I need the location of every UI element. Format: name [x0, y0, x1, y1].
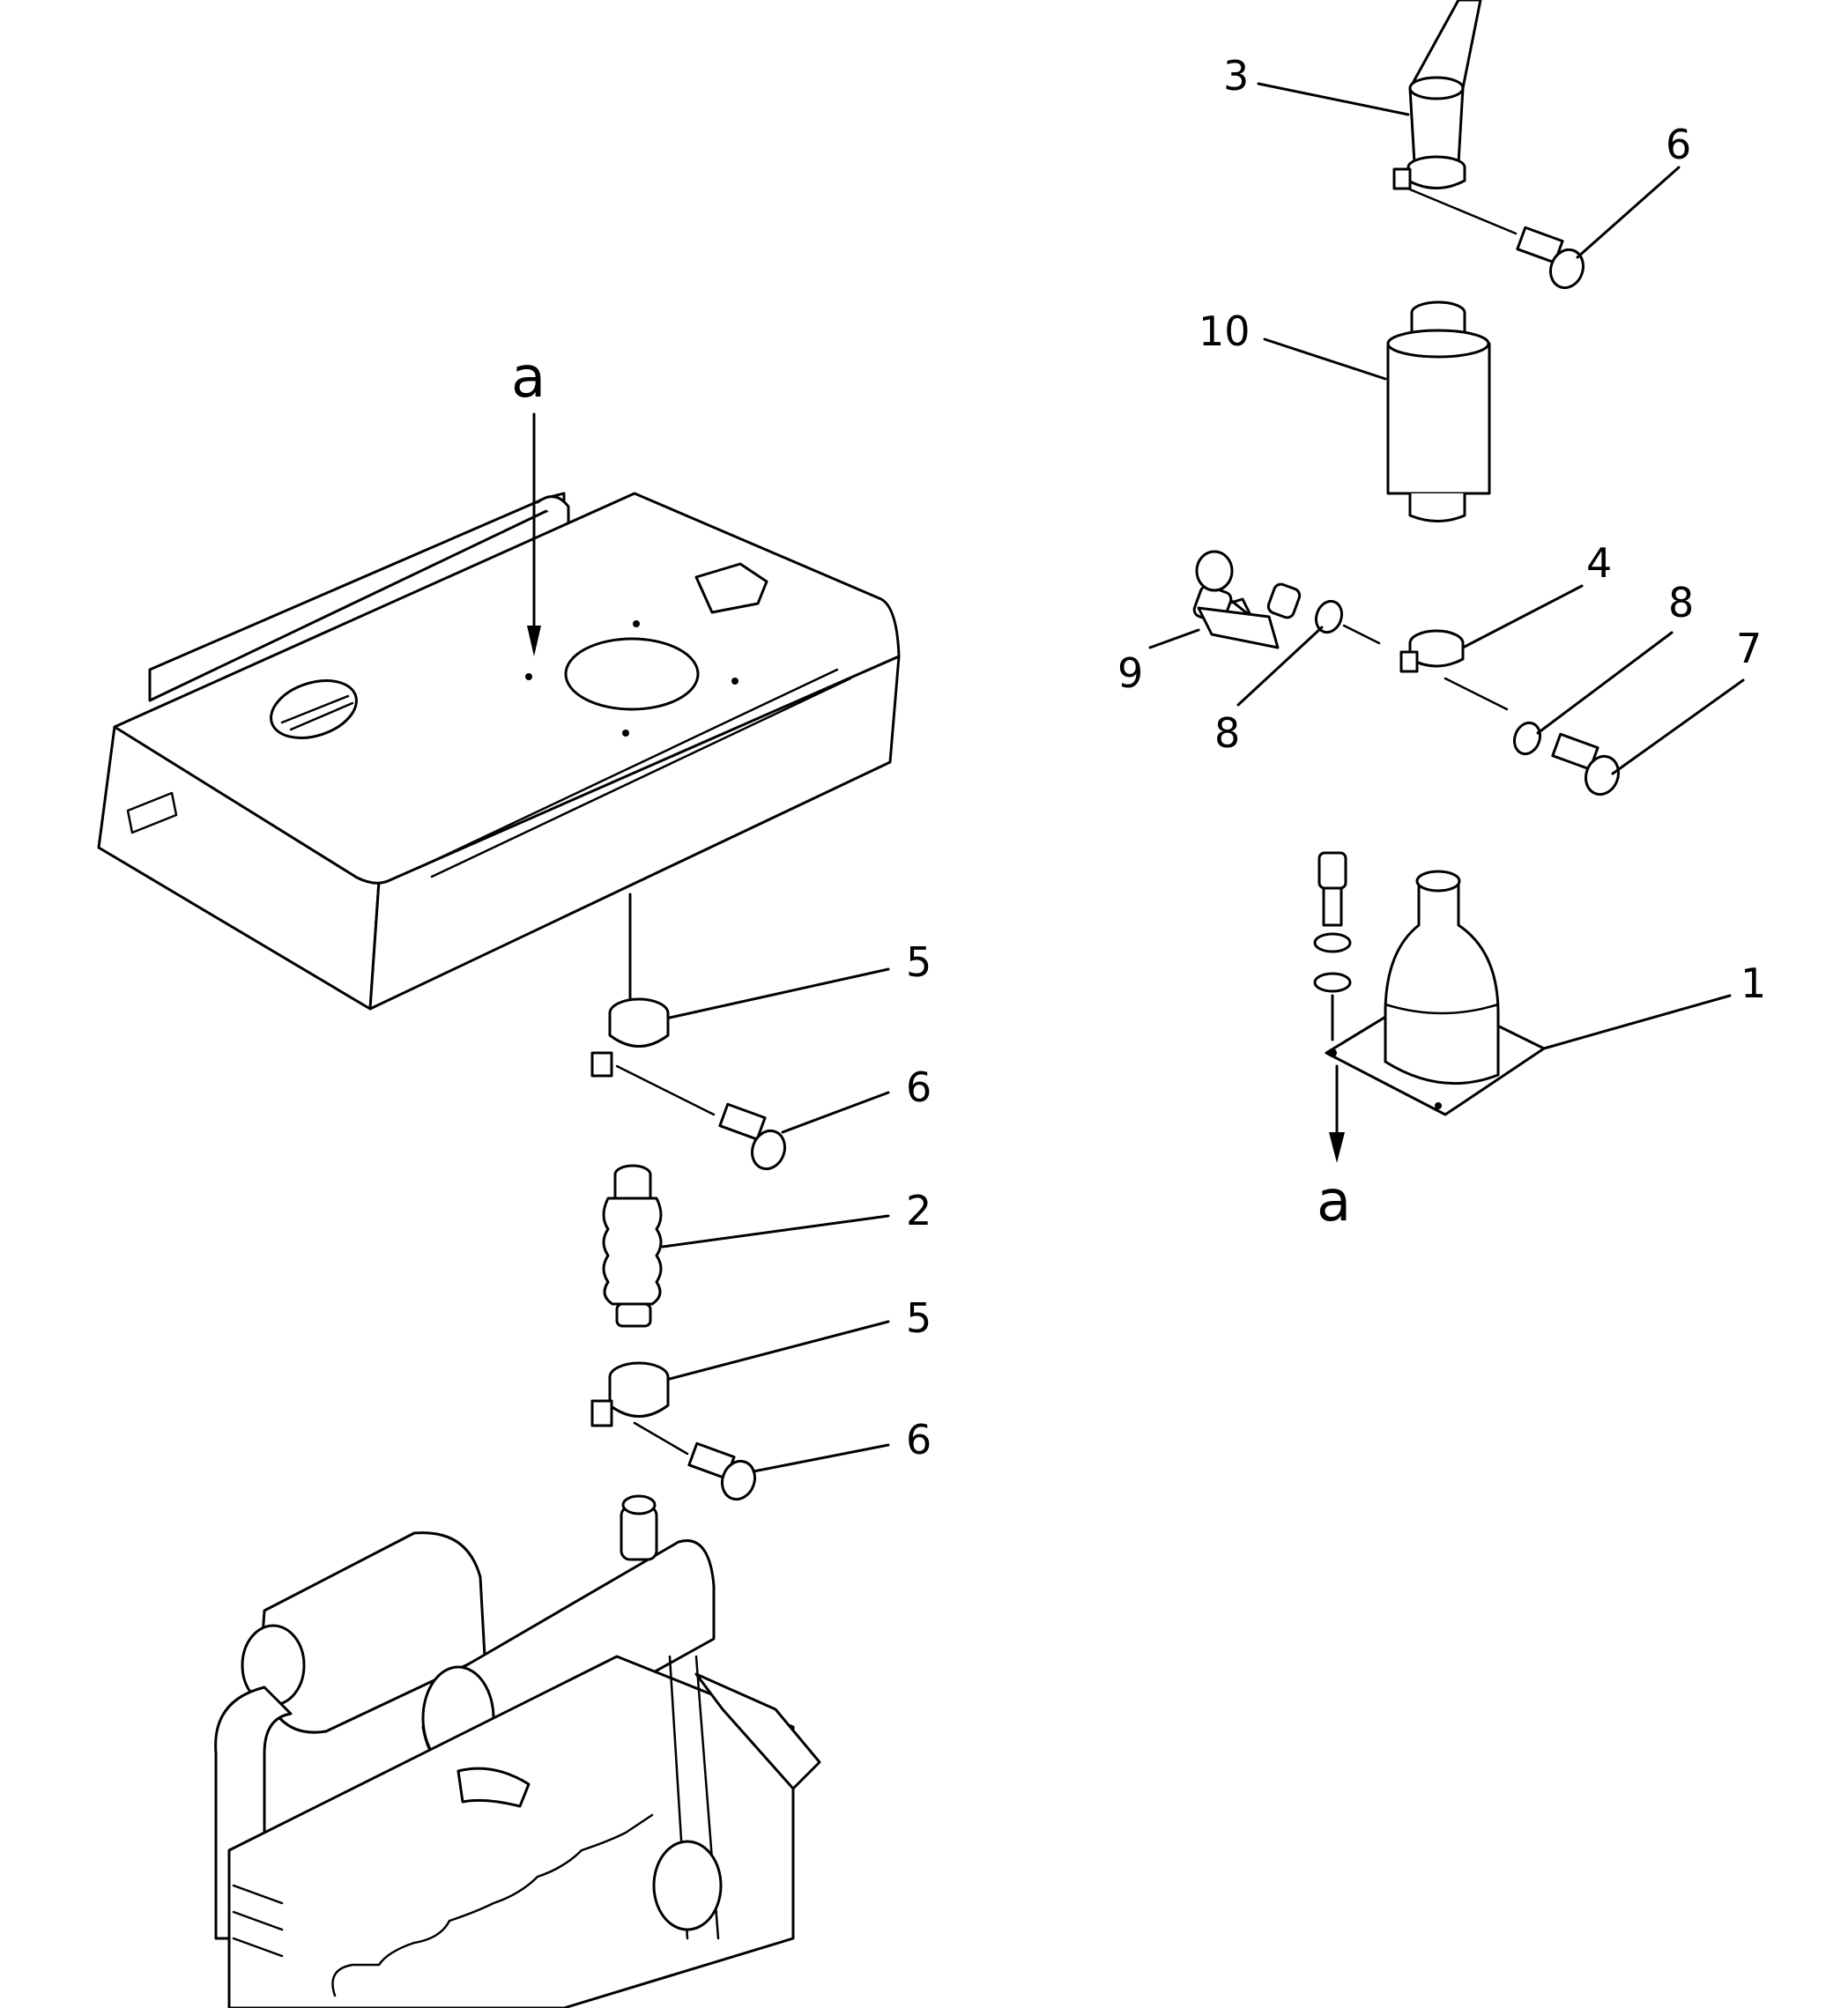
callout-8-left: 8 [1214, 709, 1240, 757]
callout-4: 4 [1586, 539, 1612, 587]
exhaust-flange [1313, 851, 1546, 1163]
callout-6-top: 6 [1666, 121, 1691, 168]
center-exhaust-stack [590, 893, 787, 1501]
engine-hood [97, 492, 901, 1011]
bolt-middle [615, 1064, 787, 1171]
callout-2: 2 [906, 1187, 931, 1234]
callout-1: 1 [1740, 960, 1766, 1007]
clamp-hardware [1192, 550, 1621, 797]
callout-leaders [527, 82, 1745, 1473]
callout-8-right: 8 [1668, 579, 1694, 626]
callout-5-lower: 5 [906, 1294, 931, 1342]
reference-mark-lower: a [1317, 1169, 1351, 1234]
clamp-upper [590, 997, 670, 1078]
callout-labels: 3 6 10 4 8 7 9 8 1 5 6 2 5 6 a a [511, 52, 1766, 1463]
tail-pipe [1392, 0, 1585, 290]
callout-7: 7 [1736, 625, 1762, 672]
engine-block [214, 1494, 821, 2008]
bolt-bottom [633, 1421, 757, 1501]
muffler [1386, 300, 1491, 522]
flex-bellows [602, 1164, 663, 1328]
callout-5-upper: 5 [906, 938, 931, 986]
callout-6-middle: 6 [906, 1063, 931, 1111]
callout-10: 10 [1199, 307, 1251, 355]
callout-9: 9 [1117, 649, 1143, 697]
callout-6-bottom: 6 [906, 1416, 931, 1463]
clamp-lower [590, 1361, 670, 1427]
callout-3: 3 [1223, 52, 1249, 100]
reference-mark-upper: a [511, 345, 545, 411]
